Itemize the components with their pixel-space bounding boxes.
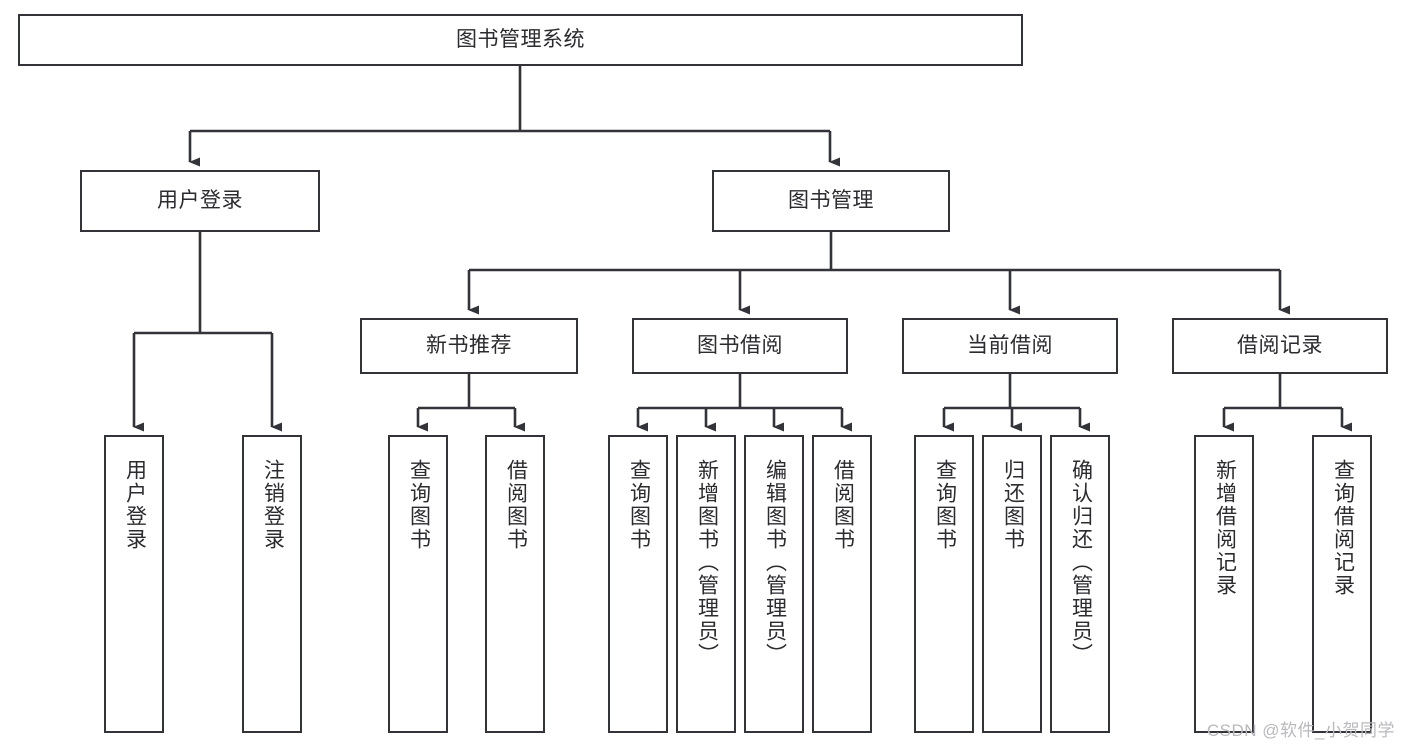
node-root-label: 图书管理系统 xyxy=(456,28,585,52)
node-new-book-rec[interactable]: 新书推荐 xyxy=(360,318,578,374)
node-root[interactable]: 图书管理系统 xyxy=(18,14,1023,66)
leaf-query-borrow-record[interactable]: 查询借阅记录 xyxy=(1312,435,1372,733)
node-new-book-rec-label: 新书推荐 xyxy=(426,334,512,358)
leaf-edit-book-admin-label: 编辑图书（管理员） xyxy=(763,459,787,666)
leaf-query-book-current-label: 查询图书 xyxy=(933,459,957,551)
node-borrow-record[interactable]: 借阅记录 xyxy=(1172,318,1388,374)
node-borrow-record-label: 借阅记录 xyxy=(1237,334,1323,358)
node-user-login-label: 用户登录 xyxy=(157,189,243,213)
leaf-add-borrow-record-label: 新增借阅记录 xyxy=(1213,459,1237,597)
node-book-manage[interactable]: 图书管理 xyxy=(712,170,950,232)
leaf-user-login[interactable]: 用户登录 xyxy=(104,435,164,733)
node-current-borrow[interactable]: 当前借阅 xyxy=(902,318,1118,374)
leaf-borrow-book-rec[interactable]: 借阅图书 xyxy=(485,435,545,733)
leaf-query-book-borrow-label: 查询图书 xyxy=(627,459,651,551)
node-user-login[interactable]: 用户登录 xyxy=(80,170,320,232)
leaf-add-book-admin-label: 新增图书（管理员） xyxy=(695,459,719,666)
node-book-manage-label: 图书管理 xyxy=(788,189,874,213)
leaf-borrow-book-label: 借阅图书 xyxy=(831,459,855,551)
leaf-edit-book-admin[interactable]: 编辑图书（管理员） xyxy=(744,435,804,733)
leaf-logout-login[interactable]: 注销登录 xyxy=(242,435,302,733)
leaf-borrow-book-rec-label: 借阅图书 xyxy=(504,459,528,551)
leaf-borrow-book[interactable]: 借阅图书 xyxy=(812,435,872,733)
leaf-return-book[interactable]: 归还图书 xyxy=(982,435,1042,733)
leaf-query-book-current[interactable]: 查询图书 xyxy=(914,435,974,733)
node-book-borrow-label: 图书借阅 xyxy=(697,334,783,358)
leaf-add-book-admin[interactable]: 新增图书（管理员） xyxy=(676,435,736,733)
leaf-confirm-return-admin[interactable]: 确认归还（管理员） xyxy=(1050,435,1110,733)
leaf-user-login-label: 用户登录 xyxy=(123,459,147,551)
node-current-borrow-label: 当前借阅 xyxy=(967,334,1053,358)
leaf-return-book-label: 归还图书 xyxy=(1001,459,1025,551)
leaf-query-book-rec[interactable]: 查询图书 xyxy=(388,435,448,733)
node-book-borrow[interactable]: 图书借阅 xyxy=(632,318,848,374)
leaf-query-book-borrow[interactable]: 查询图书 xyxy=(608,435,668,733)
leaf-query-book-rec-label: 查询图书 xyxy=(407,459,431,551)
leaf-logout-login-label: 注销登录 xyxy=(261,459,285,551)
leaf-query-borrow-record-label: 查询借阅记录 xyxy=(1331,459,1355,597)
leaf-confirm-return-admin-label: 确认归还（管理员） xyxy=(1069,459,1093,666)
leaf-add-borrow-record[interactable]: 新增借阅记录 xyxy=(1194,435,1254,733)
